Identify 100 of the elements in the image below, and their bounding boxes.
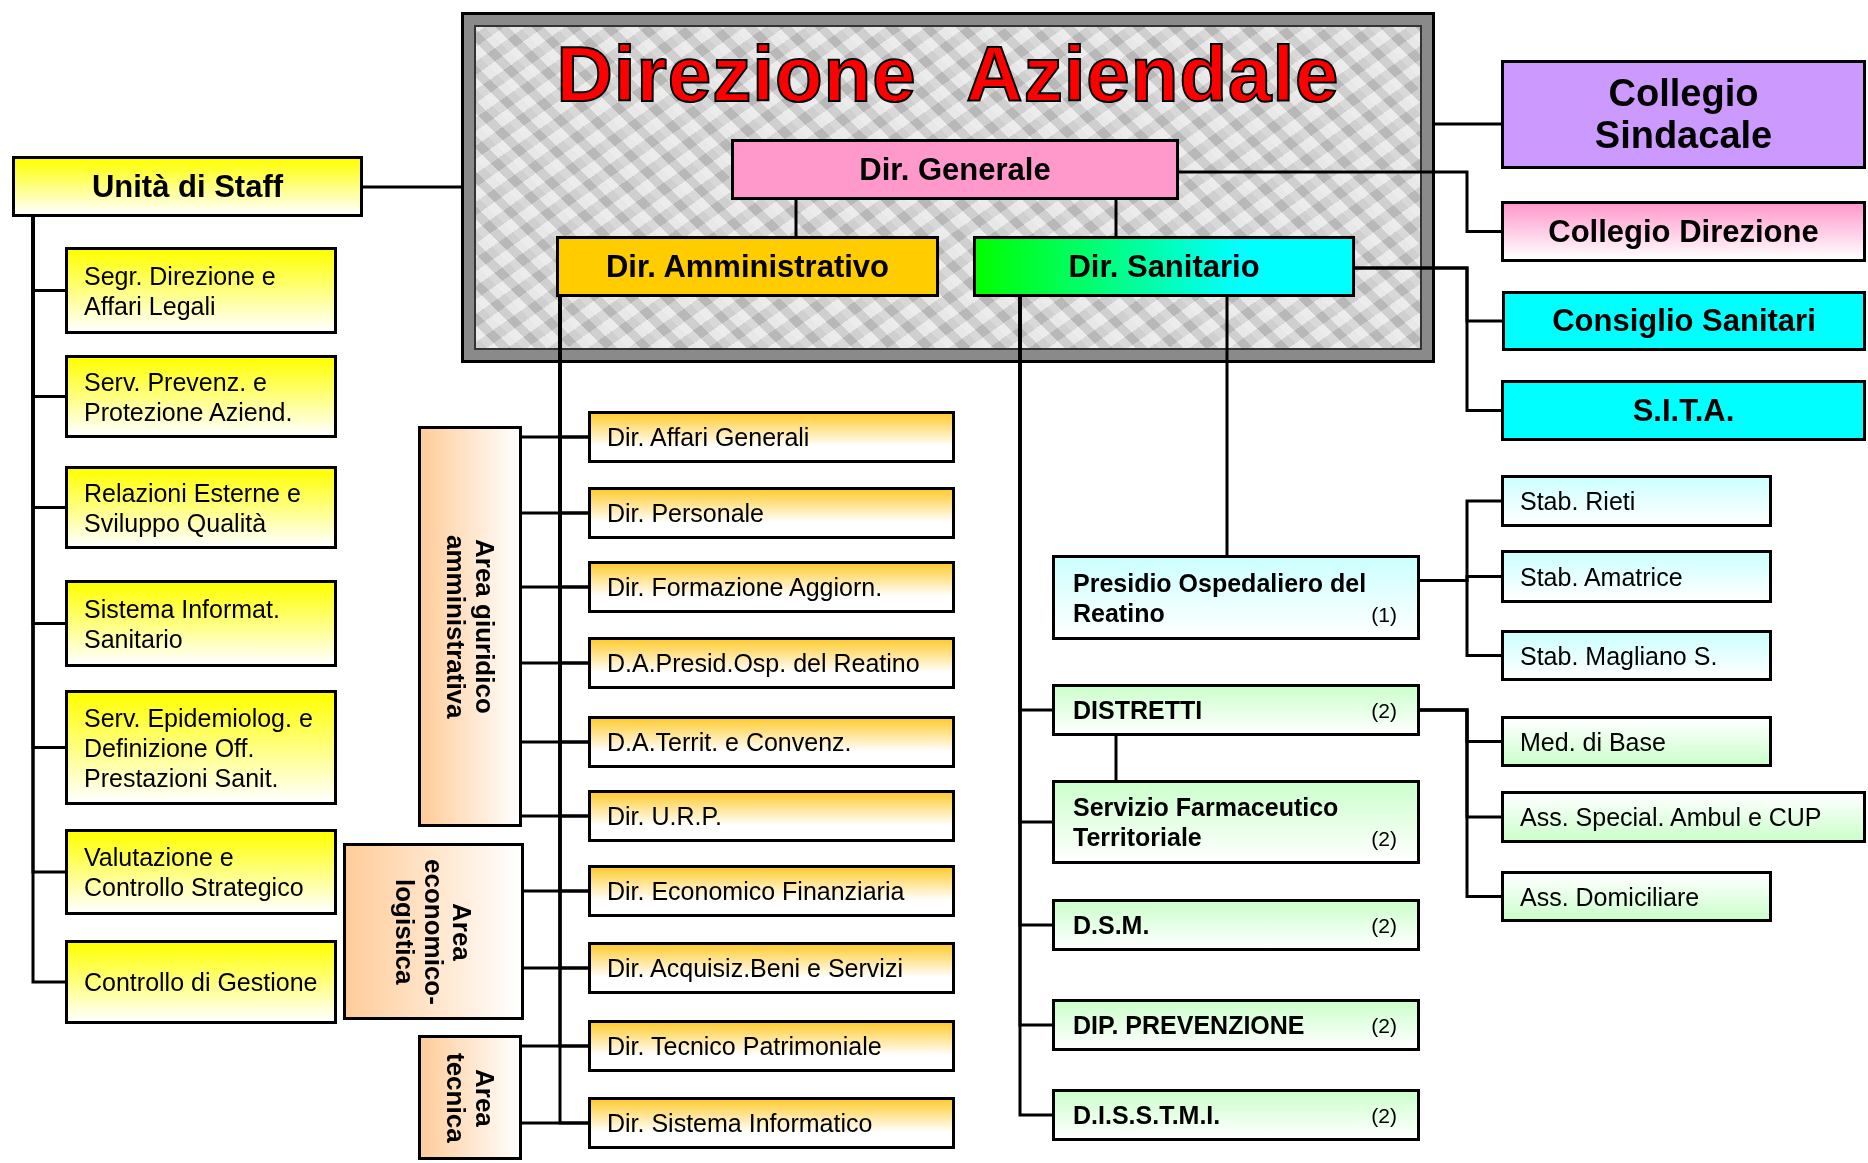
box-label: D.I.S.S.T.M.I.: [1073, 1100, 1221, 1130]
box-label: Dir. Generale: [859, 151, 1051, 188]
box-label: Dir. Acquisiz.Beni e Servizi: [607, 953, 903, 983]
box-label: Med. di Base: [1520, 726, 1666, 757]
org-box: [588, 790, 955, 842]
org-box: [731, 139, 1179, 200]
org-box: [1501, 550, 1772, 603]
area-box: [418, 426, 522, 827]
box-label: Consiglio Sanitari: [1552, 303, 1816, 339]
org-box: [556, 236, 939, 297]
connector-line: [522, 511, 588, 515]
connector-line: [522, 585, 588, 589]
org-box: [1501, 475, 1772, 527]
org-box: [588, 1097, 955, 1149]
org-box: [65, 940, 337, 1024]
box-label: Dir. Sanitario: [1068, 248, 1260, 285]
box-label: Segr. Direzione e Affari Legali: [84, 260, 277, 321]
panel-title: Direzione Aziendale: [556, 29, 1340, 120]
connector-line: [522, 814, 588, 818]
box-label: Ass. Special. Ambul e CUP: [1520, 802, 1822, 832]
org-box: [1501, 871, 1772, 922]
connector-line: [1420, 708, 1501, 898]
box-label: Valutazione e Controllo Strategico: [84, 842, 305, 902]
box-label: Dir. Personale: [607, 498, 765, 528]
box-label: Dir. Affari Generali: [607, 422, 810, 452]
box-label: Collegio Sindacale: [1593, 72, 1774, 157]
box-label: Serv. Prevenz. e Protezione Aziend.: [84, 366, 294, 427]
box-label: Controllo di Gestione: [84, 967, 318, 997]
box-label: Sistema Informat. Sanitario: [84, 593, 281, 654]
box-label: Dir. U.R.P.: [607, 801, 722, 831]
box-label: Collegio Direzione: [1548, 213, 1819, 250]
connector-line: [524, 889, 588, 893]
box-label: Dir. Tecnico Patrimoniale: [607, 1031, 882, 1061]
box-label: Area economico-logistica: [390, 857, 477, 1007]
org-box: [588, 561, 955, 613]
box-label: Dir. Formazione Aggiorn.: [607, 572, 883, 602]
connector-line: [1225, 297, 1229, 555]
org-box: [973, 236, 1355, 297]
box-label: Dir. Amministrativo: [605, 248, 890, 285]
box-label: Stab. Amatrice: [1520, 561, 1683, 592]
box-label: Relazioni Esterne e Sviluppo Qualità: [84, 477, 302, 538]
connector-line: [1179, 170, 1501, 233]
connector-line: [1114, 200, 1118, 236]
box-label: Dir. Economico Finanziaria: [607, 876, 905, 906]
box-label: S.I.T.A.: [1632, 392, 1735, 429]
org-box: [1502, 291, 1866, 351]
connector-line: [1355, 266, 1501, 412]
connector-line: [522, 1044, 588, 1048]
connector-line: [522, 435, 588, 439]
org-box: [1501, 630, 1772, 681]
note-number: (2): [1371, 697, 1397, 723]
box-label: D.A.Presid.Osp. del Reatino: [607, 648, 920, 678]
org-box: [588, 411, 955, 463]
box-label: Stab. Rieti: [1520, 486, 1636, 516]
org-box: [1501, 380, 1866, 441]
area-box: [418, 1035, 522, 1160]
org-box: [588, 942, 955, 994]
connector-line: [363, 185, 461, 189]
connector-line: [522, 1121, 588, 1125]
connector-line: [1435, 122, 1501, 126]
area-box: [343, 843, 524, 1020]
org-box: [1052, 780, 1420, 864]
box-label: Stab. Magliano S.: [1520, 640, 1718, 671]
box-label: Area tecnica: [441, 1051, 499, 1145]
org-box: [65, 580, 337, 667]
org-box: [1052, 1089, 1420, 1141]
note-number: (2): [1371, 1012, 1397, 1038]
org-box: [65, 466, 337, 549]
connector-line: [1114, 736, 1118, 780]
org-box: [588, 865, 955, 917]
box-label: DISTRETTI: [1073, 695, 1203, 725]
org-box: [65, 829, 337, 915]
org-box: [1501, 60, 1866, 169]
box-label: Presidio Ospedaliero del Reatino: [1073, 567, 1368, 628]
org-box: [1501, 716, 1772, 767]
org-box: [588, 1020, 955, 1072]
connector-line: [522, 661, 588, 665]
org-box: [65, 355, 337, 438]
connector-line: [1420, 579, 1501, 657]
note-number: (1): [1371, 601, 1397, 627]
org-box: [588, 716, 955, 768]
connector-line: [794, 200, 798, 236]
org-box: [1501, 201, 1866, 262]
box-label: Dir. Sistema Informatico: [607, 1108, 873, 1138]
org-box: [1501, 791, 1866, 843]
box-label: Servizio Farmaceutico Territoriale: [1073, 792, 1340, 852]
org-box: [65, 690, 337, 805]
box-label: Ass. Domiciliare: [1520, 881, 1700, 912]
box-label: Serv. Epidemiolog. e Definizione Off. Prestazioni Sanit.: [84, 702, 314, 793]
org-box: [1052, 684, 1420, 736]
org-box: [588, 637, 955, 689]
box-label: Area giuridico amministrativa: [441, 533, 499, 721]
org-box: [1052, 999, 1420, 1051]
org-box: [1052, 555, 1420, 640]
note-number: (2): [1371, 1102, 1397, 1128]
management-panel: [461, 12, 1435, 363]
box-label: DIP. PREVENZIONE: [1073, 1010, 1305, 1040]
org-box: [12, 156, 363, 217]
box-label: D.A.Territ. e Convenz.: [607, 727, 852, 757]
org-box: [65, 247, 337, 334]
